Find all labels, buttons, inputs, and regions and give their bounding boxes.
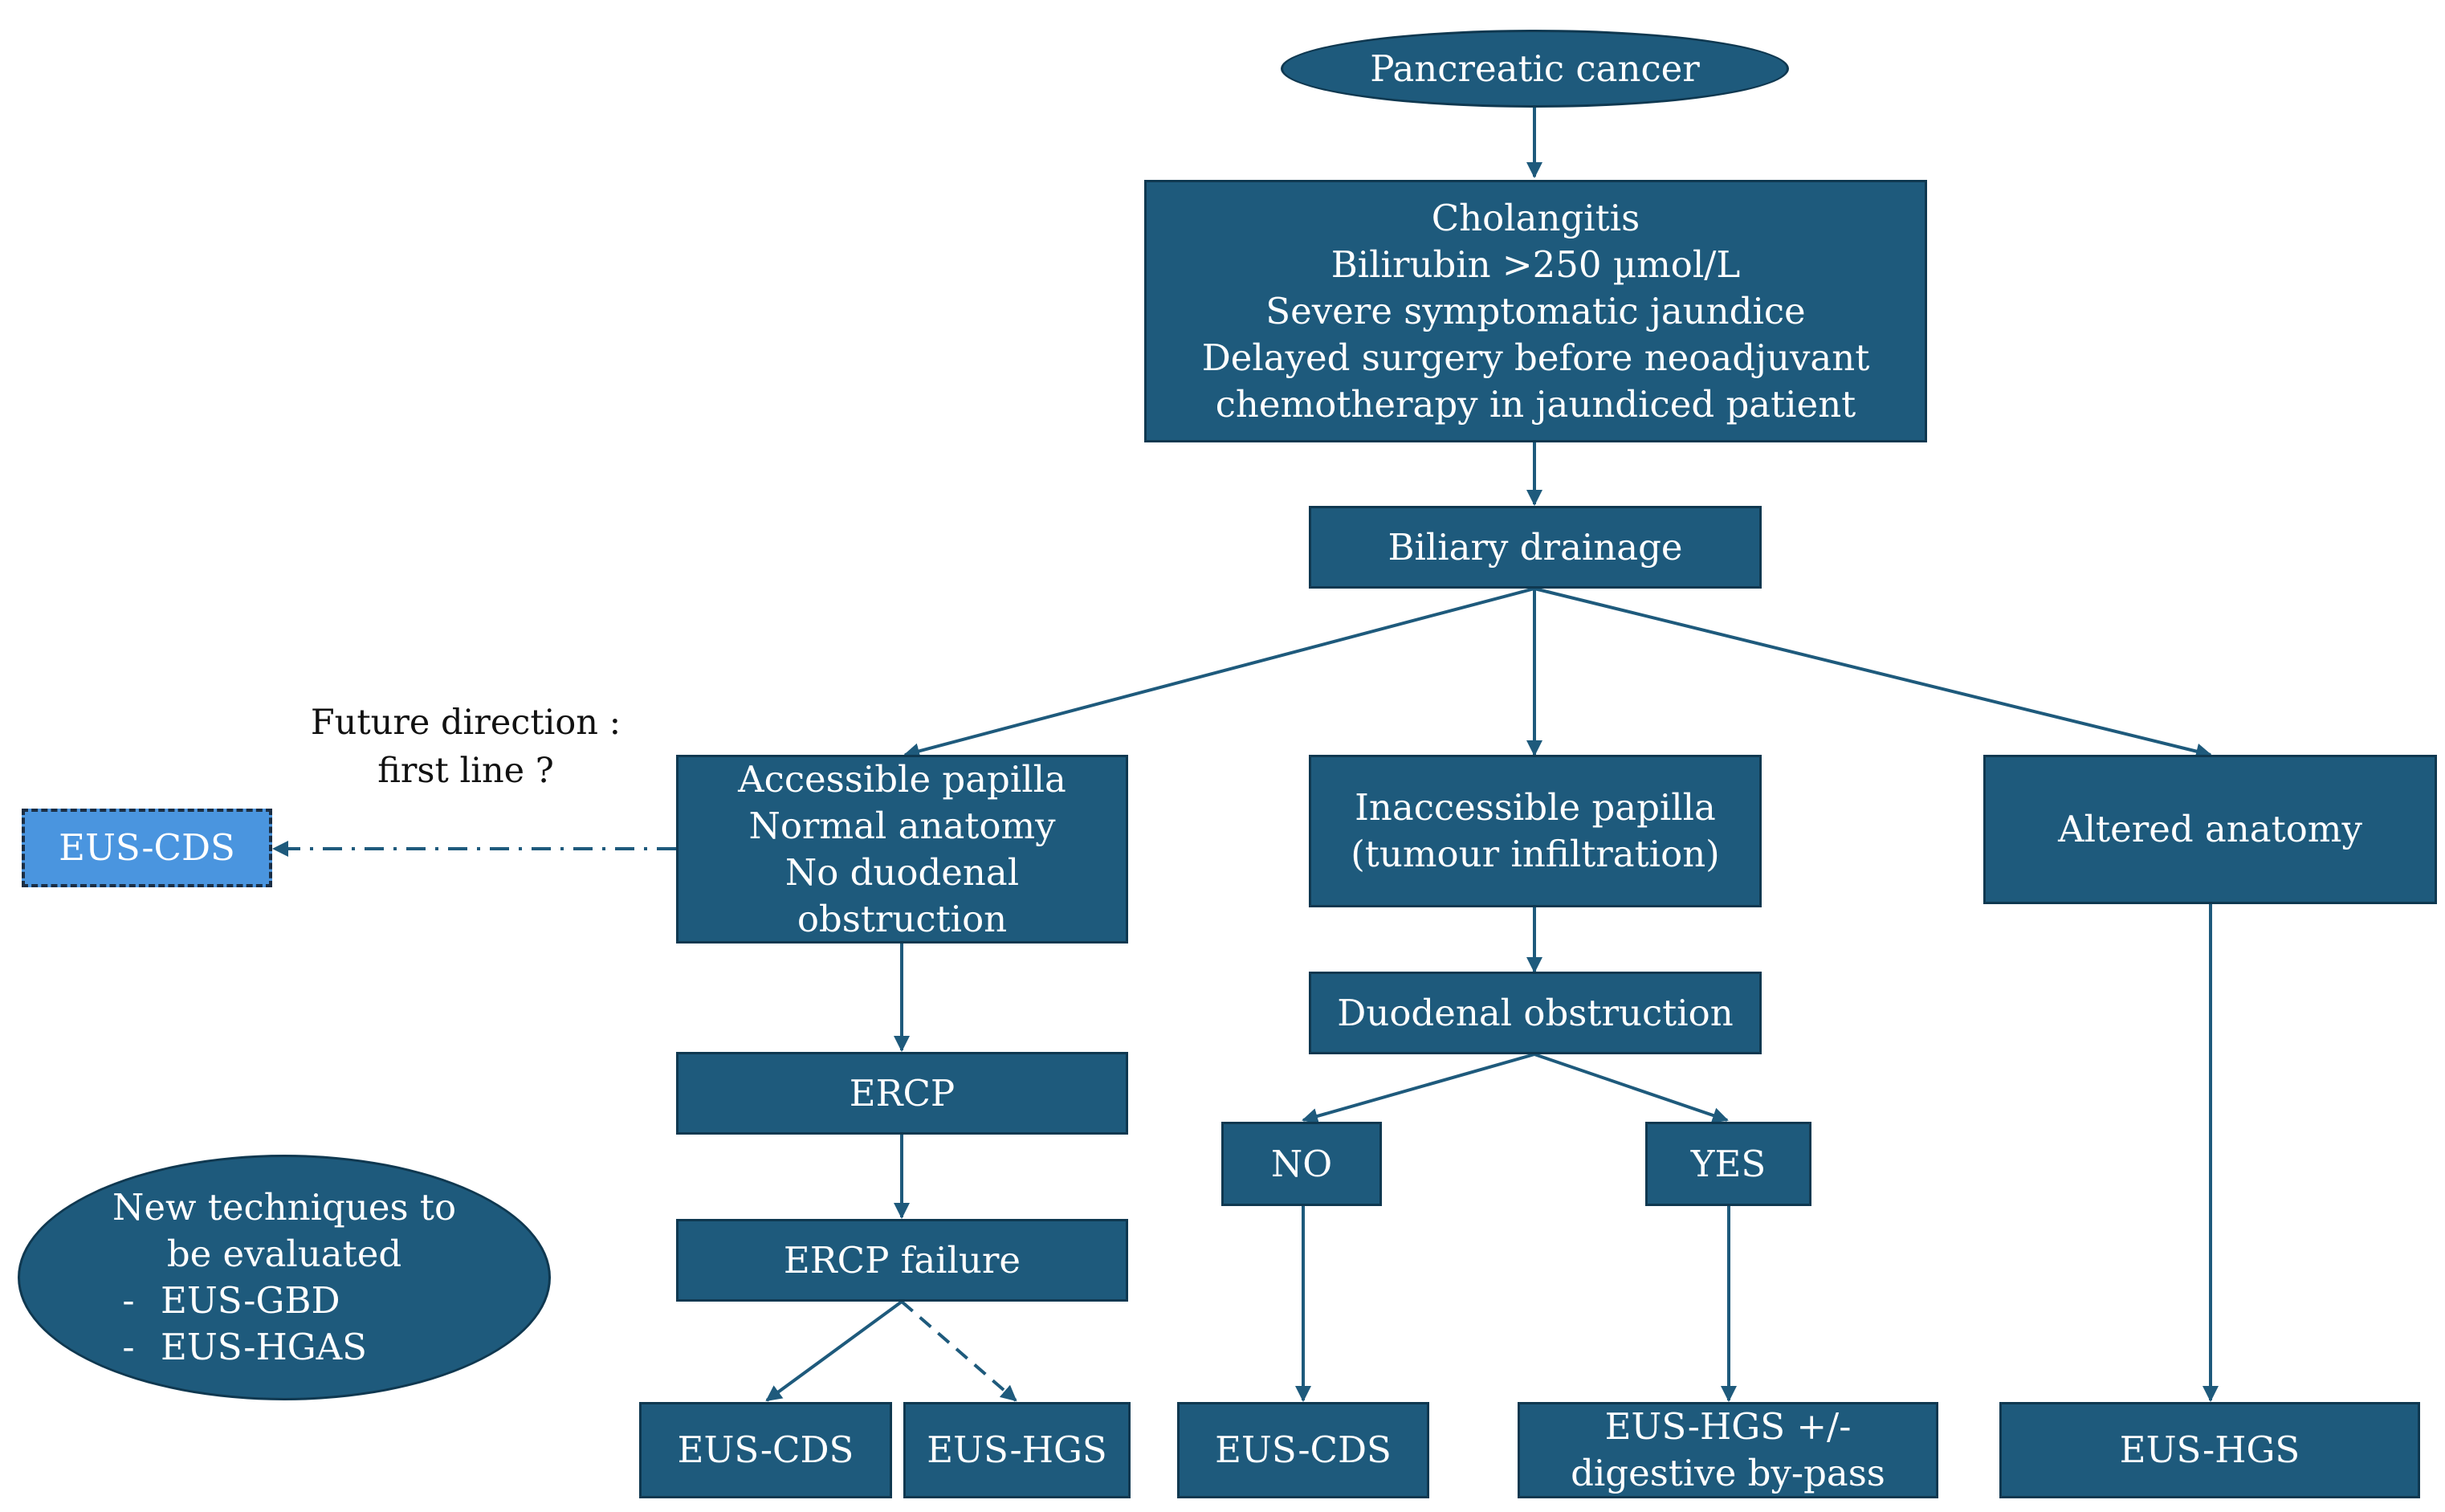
inaccessible-papilla-line: (tumour infiltration) bbox=[1351, 833, 1720, 875]
altered-anatomy-label: Altered anatomy bbox=[2058, 808, 2362, 850]
arrow-failure-to-eus-hgs bbox=[900, 1300, 1017, 1402]
eus-hgs-bypass-node: EUS-HGS +/- digestive by-pass bbox=[1518, 1402, 1938, 1498]
indication-line: Delayed surgery before neoadjuvant bbox=[1201, 336, 1870, 379]
bullet-dash: - bbox=[122, 1326, 135, 1368]
arrow-obstruction-to-yes bbox=[1534, 1053, 1729, 1123]
indications-node: Cholangitis Bilirubin >250 µmol/L Severe… bbox=[1144, 180, 1927, 442]
accessible-papilla-line: obstruction bbox=[797, 897, 1008, 940]
arrow-drainage-to-accessible bbox=[903, 587, 1535, 760]
ercp-failure-label: ERCP failure bbox=[783, 1238, 1021, 1282]
no-node: NO bbox=[1221, 1122, 1382, 1206]
eus-hgs-bypass-line: digestive by-pass bbox=[1571, 1452, 1885, 1494]
ercp-label: ERCP bbox=[849, 1071, 956, 1115]
eus-hgs-right-label: EUS-HGS bbox=[2119, 1428, 2300, 1471]
yes-node: YES bbox=[1645, 1122, 1811, 1206]
inaccessible-papilla-line: Inaccessible papilla bbox=[1355, 786, 1716, 829]
yes-label: YES bbox=[1690, 1142, 1767, 1185]
no-label: NO bbox=[1270, 1142, 1333, 1185]
eus-cds-left-label: EUS-CDS bbox=[677, 1428, 854, 1471]
ercp-failure-node: ERCP failure bbox=[676, 1219, 1128, 1302]
new-techniques-node: New techniques to be evaluated - EUS-GBD… bbox=[18, 1155, 551, 1400]
arrow-failure-to-eus-cds bbox=[765, 1300, 903, 1402]
future-direction-label: Future direction : first line ? bbox=[285, 699, 646, 795]
duodenal-obstruction-label: Duodenal obstruction bbox=[1337, 991, 1734, 1034]
eus-cds-mid-label: EUS-CDS bbox=[1215, 1428, 1392, 1471]
new-technique-item: - EUS-GBD bbox=[0, 1278, 577, 1324]
eus-hgs-left-label: EUS-HGS bbox=[927, 1428, 1107, 1471]
new-technique-item: - EUS-HGAS bbox=[0, 1324, 577, 1371]
indication-line: Severe symptomatic jaundice bbox=[1265, 289, 1806, 332]
duodenal-obstruction-node: Duodenal obstruction bbox=[1309, 972, 1762, 1054]
eus-hgs-right-node: EUS-HGS bbox=[1999, 1402, 2420, 1498]
accessible-papilla-line: Normal anatomy bbox=[748, 804, 1056, 847]
eus-cds-future-node: EUS-CDS bbox=[22, 809, 272, 887]
eus-cds-mid-node: EUS-CDS bbox=[1177, 1402, 1429, 1498]
future-direction-line: Future direction : bbox=[310, 703, 621, 743]
accessible-papilla-line: No duodenal bbox=[784, 850, 1020, 894]
eus-cds-future-label: EUS-CDS bbox=[59, 826, 235, 869]
eus-hgs-left-node: EUS-HGS bbox=[903, 1402, 1131, 1498]
new-techniques-title-line: New techniques to bbox=[112, 1186, 457, 1229]
biliary-drainage-label: Biliary drainage bbox=[1388, 525, 1683, 569]
indication-line: Bilirubin >250 µmol/L bbox=[1330, 242, 1741, 286]
biliary-drainage-node: Biliary drainage bbox=[1309, 506, 1762, 589]
new-technique-label: EUS-HGAS bbox=[161, 1326, 367, 1368]
ercp-node: ERCP bbox=[676, 1052, 1128, 1135]
pancreatic-cancer-label: Pancreatic cancer bbox=[1370, 47, 1700, 90]
pancreatic-cancer-node: Pancreatic cancer bbox=[1281, 30, 1789, 108]
indication-line: Cholangitis bbox=[1431, 196, 1640, 239]
eus-hgs-bypass-line: EUS-HGS +/- bbox=[1604, 1405, 1852, 1448]
inaccessible-papilla-node: Inaccessible papilla (tumour infiltratio… bbox=[1309, 755, 1762, 907]
bullet-dash: - bbox=[122, 1279, 135, 1322]
eus-cds-left-node: EUS-CDS bbox=[639, 1402, 892, 1498]
arrow-obstruction-to-no bbox=[1302, 1053, 1535, 1124]
new-technique-label: EUS-GBD bbox=[161, 1279, 340, 1322]
altered-anatomy-node: Altered anatomy bbox=[1983, 755, 2437, 904]
accessible-papilla-node: Accessible papilla Normal anatomy No duo… bbox=[676, 755, 1128, 943]
future-direction-line: first line ? bbox=[377, 751, 554, 791]
indication-line: chemotherapy in jaundiced patient bbox=[1215, 382, 1856, 426]
arrow-drainage-to-altered bbox=[1534, 587, 2212, 760]
accessible-papilla-line: Accessible papilla bbox=[738, 757, 1066, 801]
new-techniques-title-line: be evaluated bbox=[166, 1233, 402, 1275]
